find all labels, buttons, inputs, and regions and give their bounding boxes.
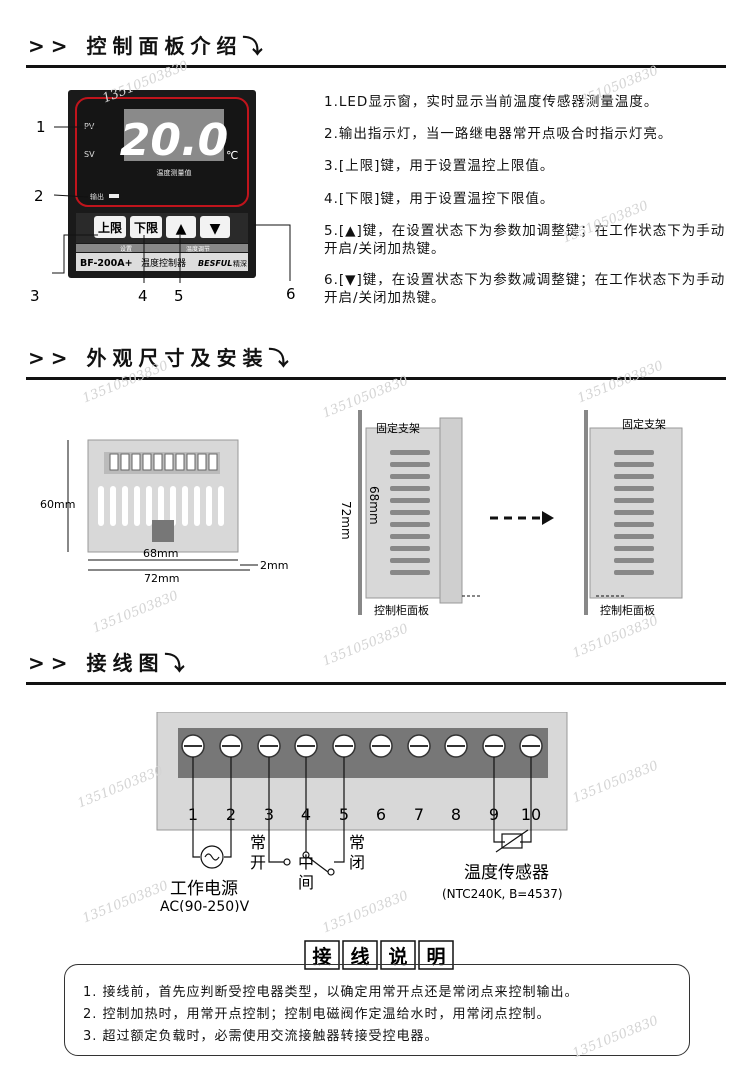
no-top-label: 常 (250, 833, 266, 852)
note-1: 1. 接线前，首先应判断受控电器类型，以确定用常开点还是常闭点来控制输出。 (83, 985, 579, 1000)
group-adjust-label: 温度调节 (186, 245, 210, 253)
install-direction-arrow (490, 511, 554, 525)
unit-celsius: ℃ (226, 149, 238, 162)
output-label: 输出 (90, 192, 104, 201)
up-arrow-icon: ▲ (176, 221, 187, 237)
panel-board-label: 控制柜面板 (600, 603, 655, 617)
watermark: 13510503830 (320, 621, 411, 670)
controller-panel-diagram: PV SV 20.0 ℃ 温度测量值 输出 上限 下限 ▲ ▼ 设置 温度调节 … (30, 90, 296, 305)
callout-6: 6 (286, 285, 296, 303)
upper-limit-button (94, 216, 126, 238)
side-view-mounting: 固定支架 72mm 68mm 控制柜面板 (339, 410, 480, 617)
brand-name: BESFUL (198, 259, 232, 268)
label-plate (152, 520, 174, 542)
output-indicator-led (109, 194, 119, 198)
callout-4: 4 (138, 287, 148, 305)
power-label: 工作电源 (170, 879, 238, 899)
notes-title-char-2: 线 (350, 945, 369, 968)
panel-board-label: 控制柜面板 (374, 603, 429, 617)
ac-source-symbol (200, 845, 224, 869)
section-title-size: >> 外观尺寸及安装⤵ (28, 346, 295, 370)
section-title-panel: >> 控制面板介绍⤵ (28, 34, 269, 58)
group-set-label: 设置 (120, 245, 132, 253)
notes-title-char-4: 明 (426, 946, 445, 968)
display-caption: 温度测量值 (157, 168, 192, 177)
no-bottom-label: 开 (250, 853, 266, 872)
model-name: 温度控制器 (141, 257, 186, 269)
callout-3: 3 (30, 287, 40, 305)
notes-title-char-1: 接 (312, 946, 331, 968)
section-divider (26, 377, 726, 380)
thickness-dimension: 2mm (260, 559, 288, 572)
mid-top-label: 中 (298, 853, 314, 872)
description-5: 5.[▲]键，在设置状态下为参数加调整键；在工作状态下为手动开启/关闭加热键。 (324, 223, 726, 257)
nc-top-label: 常 (349, 833, 365, 852)
side-outer-dimension: 72mm (339, 501, 353, 540)
note-2: 2. 控制加热时，用常开点控制；控制电磁阀作定温给水时，用常闭点控制。 (83, 1007, 551, 1022)
bracket-label: 固定支架 (622, 417, 666, 431)
notes-title-char-3: 说 (388, 945, 407, 968)
description-1: 1.LED显示窗，实时显示当前温度传感器测量温度。 (324, 94, 659, 110)
upper-limit-label: 上限 (98, 220, 122, 235)
description-4: 4.[下限]键，用于设置温控下限值。 (324, 191, 555, 207)
watermark: 13510503830 (90, 588, 181, 637)
side-view-installed: 固定支架 控制柜面板 (584, 410, 683, 617)
terminal-7-label: 7 (414, 805, 424, 824)
callout-5: 5 (174, 287, 184, 305)
lower-limit-button (130, 216, 162, 238)
increase-button (166, 216, 196, 238)
note-3: 3. 超过额定负载时，必需使用交流接触器转接受控电器。 (83, 1029, 439, 1044)
description-6: 6.[▼]键，在设置状态下为参数减调整键；在工作状态下为手动开启/关闭加热键。 (324, 272, 726, 306)
section-divider (26, 682, 726, 685)
outer-width-dimension: 72mm (144, 572, 179, 585)
wiring-diagram: 1 2 3 4 5 6 7 8 9 10 常 开 中 间 常 闭 工作电源 AC… (156, 712, 568, 912)
inner-width-dimension: 68mm (143, 547, 178, 560)
notes-box: 1. 接线前，首先应判断受控电器类型，以确定用常开点还是常闭点来控制输出。 2.… (64, 964, 690, 1056)
height-dimension: 60mm (40, 498, 75, 511)
lower-limit-label: 下限 (134, 220, 158, 235)
power-range: AC(90-250)V (160, 899, 250, 912)
terminal-6-label: 6 (376, 805, 386, 824)
decrease-button (200, 216, 230, 238)
callout-2: 2 (34, 187, 44, 205)
bracket-label: 固定支架 (376, 421, 420, 435)
callout-1: 1 (36, 118, 46, 136)
sensor-spec: (NTC240K, B=4537) (442, 887, 563, 901)
side-inner-dimension: 68mm (367, 486, 381, 525)
section-title-wiring: >> 接线图⤵ (28, 651, 191, 675)
led-display-window (124, 109, 224, 161)
model-number: BF-200A+ (80, 258, 133, 269)
mid-bottom-label: 间 (298, 873, 314, 892)
front-dimension-drawing: 60mm 68mm 72mm 2mm (40, 439, 288, 585)
terminal-8-label: 8 (451, 805, 461, 824)
nc-bottom-label: 闭 (349, 853, 365, 872)
display-reading: 20.0 (120, 115, 229, 166)
sv-label: SV (84, 150, 95, 159)
sensor-label: 温度传感器 (464, 863, 549, 883)
button-group-strip (76, 244, 248, 252)
watermark: 13510503830 (575, 358, 666, 407)
description-3: 3.[上限]键，用于设置温控上限值。 (324, 158, 555, 174)
brand-cn: 精深 (233, 259, 247, 268)
section-divider (26, 65, 726, 68)
description-2: 2.输出指示灯，当一路继电器常开点吸合时指示灯亮。 (324, 126, 673, 142)
model-strip (76, 253, 248, 271)
down-arrow-icon: ▼ (210, 221, 221, 237)
